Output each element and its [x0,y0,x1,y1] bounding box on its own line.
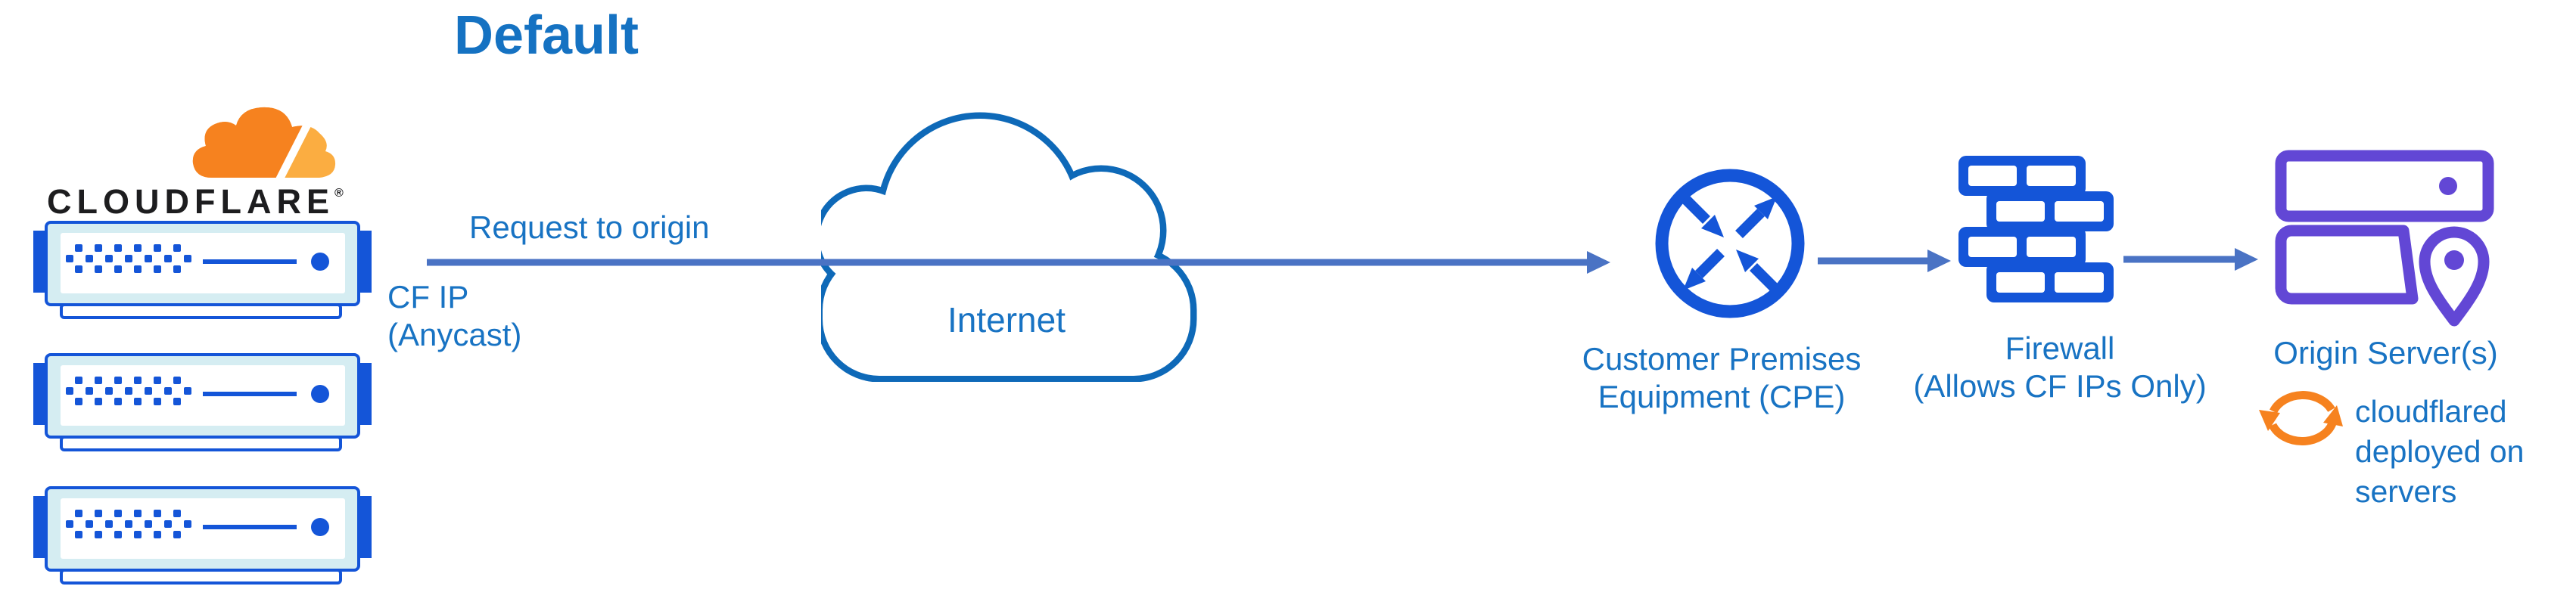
server-rack-icon [33,221,372,319]
arrowhead-to-cpe [1587,251,1610,274]
cloudflared-note: cloudflared deployed on servers [2355,394,2525,509]
server-bar [2275,225,2419,305]
firewall-icon [1958,156,2114,302]
router-icon [1655,169,1805,318]
internet-label: Internet [947,300,1066,340]
sync-icon [2259,391,2343,445]
arrowhead-to-firewall [1927,250,1951,272]
origin-servers-label: Origin Server(s) [2273,335,2498,371]
location-pin-icon [2419,226,2490,327]
cf-ip-anycast-label: CF IP (Anycast) [387,279,522,352]
cloudflare-wordmark-text: CLOUDFLARE [47,182,334,221]
arrowhead-to-origin [2235,248,2258,271]
cloudflare-wordmark: CLOUDFLARE® [47,182,344,222]
firewall-label: Firewall (Allows CF IPs Only) [1913,330,2207,404]
cpe-label: Customer Premises Equipment (CPE) [1582,341,1862,414]
origin-servers-icon [2275,150,2494,327]
request-to-origin-label: Request to origin [469,209,710,245]
server-bar [2275,150,2494,222]
server-rack-icon [33,353,372,451]
cloudflare-logo-icon [192,104,336,181]
diagram-title: Default [454,5,639,66]
registered-trademark: ® [334,187,344,200]
server-rack-icon [33,486,372,585]
